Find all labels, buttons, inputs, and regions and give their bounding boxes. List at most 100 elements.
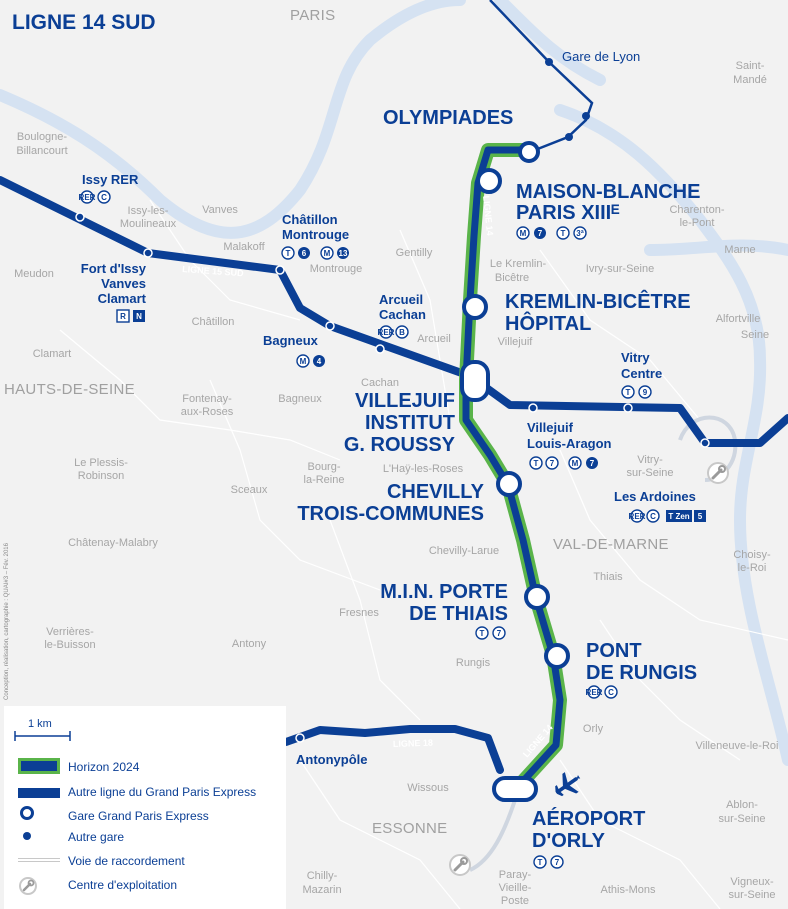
town-chatillon: Châtillon bbox=[192, 316, 235, 328]
svg-text:7: 7 bbox=[590, 459, 595, 468]
town-fontenay: Fontenay-aux-Roses bbox=[181, 393, 234, 418]
badge-7-icon: 7 bbox=[586, 457, 598, 469]
legend-connection-label: Voie de raccordement bbox=[68, 854, 185, 868]
badge-c-icon: C bbox=[646, 509, 660, 523]
town-vitry: Vitry-sur-Seine bbox=[626, 454, 673, 479]
label-villejuif-1: VILLEJUIF bbox=[355, 390, 455, 412]
badge-rer-icon: RER bbox=[79, 190, 96, 204]
town-paray: Paray-Vieille-Poste bbox=[499, 869, 532, 907]
badge-m-icon: M bbox=[516, 226, 530, 240]
gpe-station-min bbox=[524, 584, 550, 610]
gpe-station-chevilly bbox=[496, 471, 522, 497]
label-orly-1: AÉROPORT bbox=[532, 807, 645, 830]
town-alfortville: Alfortville bbox=[716, 313, 761, 325]
town-sceaux: Sceaux bbox=[231, 484, 268, 496]
town-orly: Orly bbox=[583, 723, 604, 735]
town-clamart: Clamart bbox=[33, 348, 72, 360]
town-antony: Antony bbox=[232, 638, 267, 650]
label-villejuif-2: INSTITUT bbox=[365, 412, 455, 434]
commune-boundaries bbox=[59, 199, 788, 909]
svg-text:RER: RER bbox=[586, 688, 603, 697]
town-charenton: Charenton-le-Pont bbox=[669, 204, 724, 229]
svg-text:T: T bbox=[626, 388, 631, 397]
label-vja-1: Villejuif bbox=[527, 420, 574, 435]
gpe-station-olympiades bbox=[518, 141, 540, 163]
town-vanves: Vanves bbox=[202, 204, 238, 216]
town-athis: Athis-Mons bbox=[600, 884, 656, 896]
badge-7-icon: 7 bbox=[534, 227, 546, 239]
town-hay: L'Haÿ-les-Roses bbox=[383, 463, 464, 475]
label-arcueil-1: Arcueil bbox=[379, 292, 423, 307]
label-vitry-2: Centre bbox=[621, 366, 662, 381]
label-bagneux: Bagneux bbox=[263, 333, 319, 348]
svg-text:RER: RER bbox=[79, 193, 96, 202]
label-maison-blanche-2: PARIS XIIIᴱ bbox=[516, 202, 620, 224]
svg-text:B: B bbox=[399, 328, 405, 337]
wrench-icon bbox=[707, 462, 729, 484]
svg-text:C: C bbox=[650, 512, 656, 521]
wrench-icon bbox=[449, 854, 471, 876]
label-olympiades: OLYMPIADES bbox=[383, 107, 513, 129]
town-chevilly: Chevilly-Larue bbox=[429, 545, 499, 557]
label-maison-blanche-1: MAISON-BLANCHE bbox=[516, 181, 700, 203]
label-gare-de-lyon: Gare de Lyon bbox=[562, 49, 640, 64]
svg-text:C: C bbox=[608, 688, 614, 697]
gpe-station-orly bbox=[492, 776, 538, 802]
town-fresnes: Fresnes bbox=[339, 607, 379, 619]
gpe-station-maison-blanche bbox=[476, 168, 502, 194]
svg-text:7: 7 bbox=[538, 229, 543, 238]
legend-panel: 1 km Horizon 2024 Autre ligne du Grand P… bbox=[4, 706, 286, 909]
river-seine: Seine bbox=[741, 329, 769, 341]
badge-t-icon: T bbox=[533, 855, 547, 869]
badge-t-icon: T bbox=[621, 385, 635, 399]
line-14-north bbox=[489, 0, 594, 154]
label-fort-issy-3: Clamart bbox=[98, 291, 147, 306]
legend-swatch-connection bbox=[18, 858, 60, 862]
map-title: LIGNE 14 SUD bbox=[12, 11, 156, 34]
town-arcueil: Arcueil bbox=[417, 333, 451, 345]
town-malakoff: Malakoff bbox=[223, 241, 265, 253]
svg-text:T: T bbox=[561, 229, 566, 238]
town-meudon: Meudon bbox=[14, 268, 54, 280]
wrench-icon bbox=[19, 877, 37, 895]
legend-swatch-horizon bbox=[18, 758, 60, 774]
label-chatillon-1: Châtillon bbox=[282, 212, 338, 227]
svg-text:RER: RER bbox=[629, 512, 646, 521]
connection-badges: RER C R N T 6 M 13 M 4 RER B M 7 T 3ª T … bbox=[79, 190, 706, 869]
svg-text:13: 13 bbox=[339, 249, 348, 258]
scale-bar bbox=[14, 731, 71, 741]
label-antonypole: Antonypôle bbox=[296, 752, 368, 767]
area-essonne: ESSONNE bbox=[372, 820, 447, 837]
label-fort-issy-2: Vanves bbox=[101, 276, 146, 291]
line-label-15: LIGNE 15 SUD bbox=[182, 264, 245, 278]
town-bagneux: Bagneux bbox=[278, 393, 322, 405]
town-choisy: Choisy-le-Roi bbox=[733, 549, 771, 574]
label-arcueil-2: Cachan bbox=[379, 307, 426, 322]
town-montrouge: Montrouge bbox=[310, 263, 363, 275]
svg-text:T: T bbox=[534, 459, 539, 468]
svg-text:M: M bbox=[324, 249, 331, 258]
label-chevilly-2: TROIS-COMMUNES bbox=[297, 503, 484, 525]
badge-4-icon: 4 bbox=[313, 355, 325, 367]
svg-text:7: 7 bbox=[555, 858, 560, 867]
badge-m-icon: M bbox=[296, 354, 310, 368]
svg-text:T: T bbox=[538, 858, 543, 867]
line-18 bbox=[282, 725, 504, 774]
svg-text:C: C bbox=[101, 193, 107, 202]
gpe-station-circles bbox=[460, 141, 570, 802]
label-chatillon-2: Montrouge bbox=[282, 227, 349, 242]
town-gentilly: Gentilly bbox=[396, 247, 433, 259]
legend-gpe-station-label: Gare Grand Paris Express bbox=[68, 809, 209, 823]
town-chilly: Chilly-Mazarin bbox=[302, 870, 341, 896]
legend-swatch-other-station bbox=[23, 832, 31, 840]
line-14-sud bbox=[459, 143, 567, 797]
label-kremlin-2: HÔPITAL bbox=[505, 311, 591, 335]
label-rungis-2: DE RUNGIS bbox=[586, 662, 697, 684]
svg-text:6: 6 bbox=[302, 249, 307, 258]
river-marne: Marne bbox=[724, 244, 755, 256]
svg-text:T: T bbox=[286, 249, 291, 258]
town-plessis: Le Plessis-Robinson bbox=[74, 457, 128, 482]
badge-9-icon: 9 bbox=[638, 385, 652, 399]
badge-t-icon: T bbox=[281, 246, 295, 260]
